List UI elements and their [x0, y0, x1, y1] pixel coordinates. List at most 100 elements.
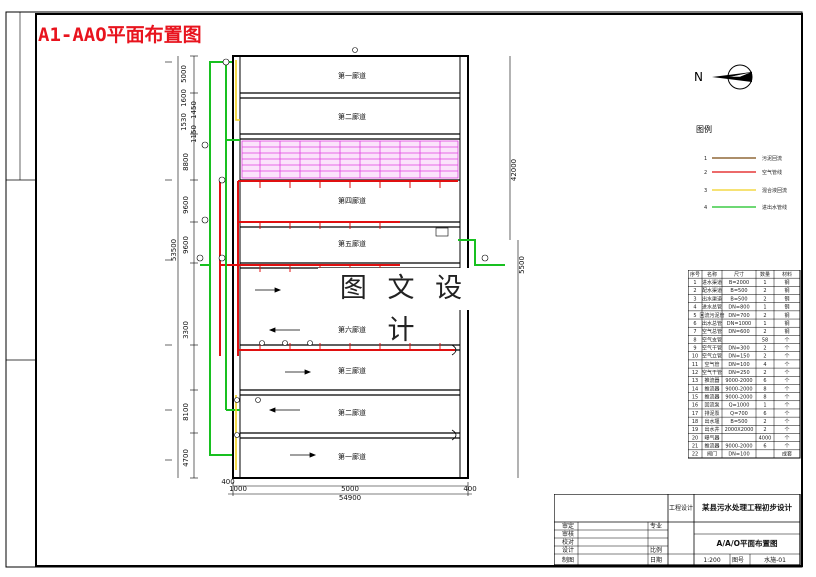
table-cell: 15 [692, 394, 698, 400]
table-cell: 2 [763, 354, 766, 360]
svg-text:1600: 1600 [180, 89, 188, 107]
table-cell: 10 [692, 354, 698, 360]
table-cell: 进水渠道 [702, 279, 722, 286]
table-cell: 空气立管 [702, 353, 722, 360]
table-cell: 2 [763, 296, 766, 302]
table-cell: 19 [692, 427, 698, 433]
table-cell: 4 [693, 305, 696, 311]
watermark-text: 图 文 设 计 [318, 268, 490, 346]
table-header-cell: 数量 [760, 271, 770, 278]
table-cell: 出水渠道 [702, 295, 722, 302]
table-cell: 11 [692, 362, 698, 368]
lane-label: 第一廊道 [338, 71, 366, 80]
svg-text:5000: 5000 [180, 65, 188, 83]
svg-text:8800: 8800 [182, 153, 190, 171]
table-cell: 空气总管 [702, 328, 722, 335]
table-cell: 空气干管 [702, 369, 722, 376]
legend-item: 2 空气管线 [704, 169, 782, 176]
table-cell: 推流器 [704, 393, 719, 400]
table-cell: 6 [763, 444, 766, 450]
table-cell: 钢 [784, 304, 789, 311]
table-cell: 回流污泥管 [699, 312, 724, 319]
table-cell: 2 [763, 370, 766, 376]
table-cell: DN=1000 [727, 321, 752, 327]
table-cell: 4000 [759, 435, 772, 441]
table-cell: 个 [784, 386, 789, 392]
legend: 图例 1 污泥回流 2 空气管线 3 混合液回流 4 进出水管线 [696, 124, 787, 211]
table-header-cell: 序号 [690, 271, 700, 278]
lane-label: 第二廊道 [338, 112, 366, 121]
return-bends [451, 344, 457, 441]
table-cell: 个 [784, 411, 789, 417]
svg-text:审核: 审核 [562, 530, 574, 538]
svg-text:3: 3 [704, 188, 707, 194]
svg-text:9600: 9600 [182, 236, 190, 254]
table-cell: 14 [692, 386, 698, 392]
svg-text:1150: 1150 [190, 125, 198, 143]
table-cell: 配水渠道 [702, 287, 722, 294]
dim-right-top: 42000 [510, 159, 518, 181]
table-cell: 22 [692, 452, 698, 458]
table-cell: 2 [763, 427, 766, 433]
marker-circles [196, 47, 489, 438]
svg-text:审定: 审定 [562, 522, 574, 530]
lane-dividers [240, 92, 460, 439]
table-cell: 9000-2000 [725, 378, 752, 384]
project-name: 某县污水处理工程初步设计 [702, 502, 792, 512]
table-cell: 13 [692, 378, 698, 384]
table-cell: 18 [692, 419, 698, 425]
svg-text:图号: 图号 [732, 557, 744, 564]
table-cell: 钢 [784, 328, 789, 335]
table-header-cell: 尺寸 [734, 271, 744, 278]
air-pipes [219, 180, 458, 356]
drawing-name: A/A/O平面布置图 [717, 538, 778, 548]
dim-bottom-a: 400 [221, 478, 234, 486]
dim-bottom-c: 5000 [341, 485, 359, 493]
table-cell: 3 [693, 296, 696, 302]
dim-bottom-total: 54900 [339, 494, 361, 502]
table-cell: 钢 [784, 287, 789, 294]
table-cell: 1 [693, 280, 696, 286]
table-cell: 空气支管 [702, 336, 722, 343]
table-cell: DN=600 [728, 329, 749, 335]
lane-label: 第一廊道 [338, 452, 366, 461]
table-cell: 20 [692, 435, 698, 441]
table-cell: 出水井 [704, 426, 719, 433]
tank-outline [232, 55, 469, 479]
table-cell: 1 [763, 280, 766, 286]
svg-text:校对: 校对 [562, 538, 574, 546]
table-cell: 9000-2000 [725, 386, 752, 392]
table-header-cell: 名称 [707, 271, 717, 278]
table-cell: DN=250 [728, 370, 749, 376]
table-cell: DN=700 [728, 313, 749, 319]
air-drops [259, 181, 441, 350]
table-cell: 推流器 [704, 443, 719, 450]
table-cell: 个 [784, 419, 789, 425]
table-header-cell: 材料 [782, 271, 792, 278]
lane-label: 第六廊道 [338, 325, 366, 334]
table-cell: 曝气器 [704, 434, 719, 441]
svg-text:9600: 9600 [182, 196, 190, 214]
table-cell: 空气干管 [702, 344, 722, 351]
table-cell: B=2000 [729, 280, 749, 286]
north-label: N [694, 70, 703, 84]
table-cell: 8 [693, 337, 696, 343]
table-cell: 个 [784, 362, 789, 368]
table-cell: 9000-2000 [725, 444, 752, 450]
table-cell: 回流泵 [704, 402, 719, 409]
table-cell: 1 [763, 321, 766, 327]
table-cell: 1 [763, 305, 766, 311]
left-dimension-texts: 5000 1600 1450 1530 1150 8800 9600 9600 … [170, 65, 198, 467]
table-cell: 个 [784, 370, 789, 376]
table-cell: DN=100 [728, 452, 749, 458]
svg-text:比例: 比例 [650, 546, 662, 554]
table-cell: Q=700 [730, 411, 748, 417]
table-cell: 2 [763, 419, 766, 425]
svg-text:2: 2 [704, 170, 707, 176]
svg-text:1: 1 [704, 156, 707, 162]
table-cell: 出水总管 [702, 320, 722, 327]
table-cell: 出水堰 [704, 418, 719, 425]
title-block: 工程设计 某县污水处理工程初步设计 A/A/O平面布置图 审定 审核 校对 设计… [554, 494, 801, 566]
